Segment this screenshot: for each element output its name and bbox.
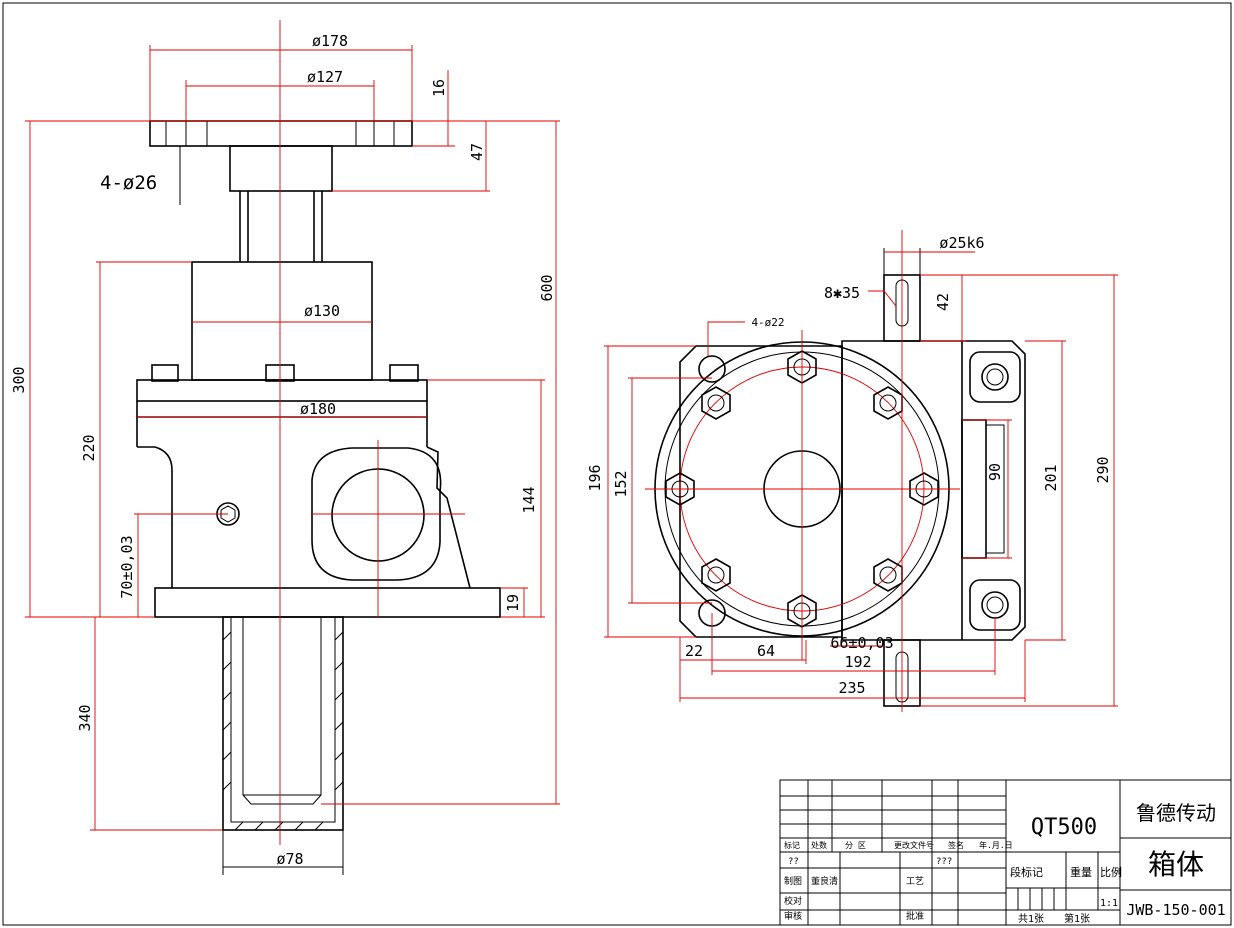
body-outline-right (426, 446, 471, 589)
drawn-name: 董良清 (811, 875, 838, 887)
hdr-stage: 段标记 (1010, 865, 1043, 879)
dim-overall: 600 (538, 274, 556, 301)
body-top-plate (136, 379, 428, 402)
mount-hole (698, 355, 726, 383)
hdr-count: 处数 (811, 840, 827, 850)
dim-upper: 300 (10, 366, 28, 393)
dim-input-axis: 70±0,03 (118, 535, 136, 598)
dim-bolt: 152 (612, 470, 630, 497)
corner-pad (969, 351, 1021, 403)
base-plate (154, 587, 501, 618)
dim-tube-dia: ø78 (276, 850, 303, 868)
dim-flange-dia: ø178 (312, 32, 348, 50)
dim-shaft-len: 42 (934, 293, 952, 311)
mounting-flange (149, 120, 413, 147)
mount-hole (981, 591, 1009, 619)
hdr-change-doc: 更改文件号 (894, 840, 934, 850)
dim-22: 22 (685, 642, 703, 660)
drawing-no: JWB-150-001 (1126, 901, 1225, 919)
role-approve: 批准 (906, 910, 924, 922)
part-name: 箱体 (1148, 848, 1204, 881)
dim-flange-thk: 16 (430, 79, 448, 97)
dim-235: 235 (838, 679, 865, 697)
hdr-mark: 标记 (784, 840, 800, 850)
dim-flange-height: 47 (468, 143, 486, 161)
flange-neck (229, 145, 333, 192)
company: 鲁德传动 (1136, 801, 1216, 825)
sheet: 第1张 (1064, 912, 1090, 925)
dim-cover-dia: ø130 (304, 302, 340, 320)
hdr-ratio: 比例 (1100, 865, 1122, 879)
scale: 1:1 (1100, 898, 1118, 909)
front-view: ø178 ø127 16 47 4-ø26 ø130 ø180 600 300 … (10, 20, 560, 875)
side-slot (961, 419, 987, 559)
dim-slot: 90 (986, 463, 1004, 481)
sheets: 共1张 (1018, 913, 1044, 925)
q2: ??? (936, 857, 952, 867)
bolt-head (151, 364, 179, 382)
role-drawn: 制图 (784, 875, 802, 887)
mounting-plate (679, 345, 843, 638)
dim-holes: 4-ø22 (751, 316, 784, 329)
gear-housing (841, 340, 1026, 641)
lifting-screw (242, 617, 322, 805)
dim-66: 66±0,03 (830, 634, 893, 652)
input-boss (311, 447, 442, 581)
dim-body-height: 220 (80, 434, 98, 461)
dim-center-height: 144 (520, 486, 538, 513)
role-process: 工艺 (906, 876, 924, 887)
material: QT500 (1031, 815, 1097, 840)
role-review: 审核 (784, 910, 802, 922)
dim-flange-holes: 4-ø26 (100, 172, 157, 194)
role-check: 校对 (784, 895, 802, 907)
title-block: QT500 鲁德传动 箱体 JWB-150-001 标记 处数 分 区 更改文件… (779, 779, 1232, 926)
dim-base-thk: 19 (504, 594, 522, 612)
protective-tube (222, 616, 344, 831)
dim-64: 64 (757, 642, 775, 660)
dim-shaft-dia: ø25k6 (939, 234, 984, 252)
hdr-zone: 分 区 (845, 841, 866, 850)
dim-bolt-circle: ø127 (307, 68, 343, 86)
dim-key: 8✱35 (824, 284, 860, 302)
q1: ?? (788, 857, 799, 867)
dim-192: 192 (844, 653, 871, 671)
dim-body-dia: ø180 (300, 400, 336, 418)
body-outline-left (137, 446, 173, 588)
side-view: ø25k6 8✱35 42 4-ø22 196 152 90 201 290 2… (586, 230, 1118, 712)
top-cover (191, 261, 373, 381)
mount-hole (981, 363, 1009, 391)
bolt-head (389, 364, 419, 382)
hdr-date: 年.月.日 (979, 840, 1013, 850)
tube-hatching (222, 631, 344, 831)
dim-total-h: 290 (1094, 456, 1112, 483)
dim-screw-len: 340 (76, 704, 94, 731)
dim-height: 201 (1042, 464, 1060, 491)
dim-outer: 196 (586, 464, 604, 491)
hdr-weight: 重量 (1070, 865, 1092, 879)
hdr-sign: 签名 (948, 840, 964, 850)
